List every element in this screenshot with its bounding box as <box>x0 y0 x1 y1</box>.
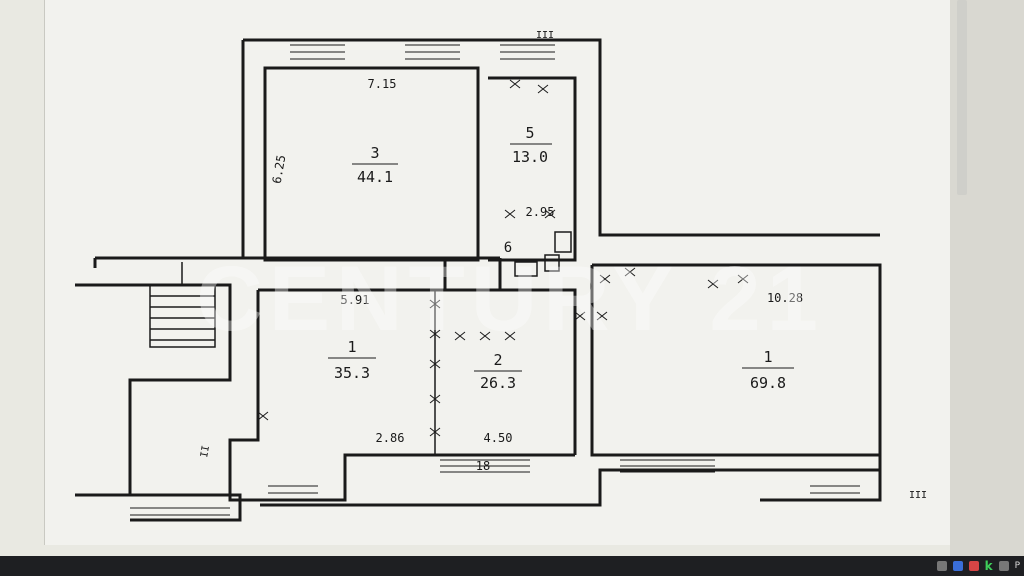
tray-chat-icon[interactable] <box>998 561 1009 571</box>
tray-keyboard-icon[interactable]: k <box>984 559 993 573</box>
system-tray: k P <box>936 559 1020 573</box>
floor-plan-sheet <box>44 0 952 545</box>
tray-app-icon[interactable] <box>936 561 947 571</box>
monitor-screen <box>0 0 1024 556</box>
tray-antivirus-icon[interactable] <box>968 561 979 571</box>
tray-language-label[interactable]: P <box>1014 561 1020 571</box>
tray-network-icon[interactable] <box>952 561 963 571</box>
taskbar: k P <box>0 556 1024 576</box>
scrollbar[interactable] <box>957 0 967 195</box>
